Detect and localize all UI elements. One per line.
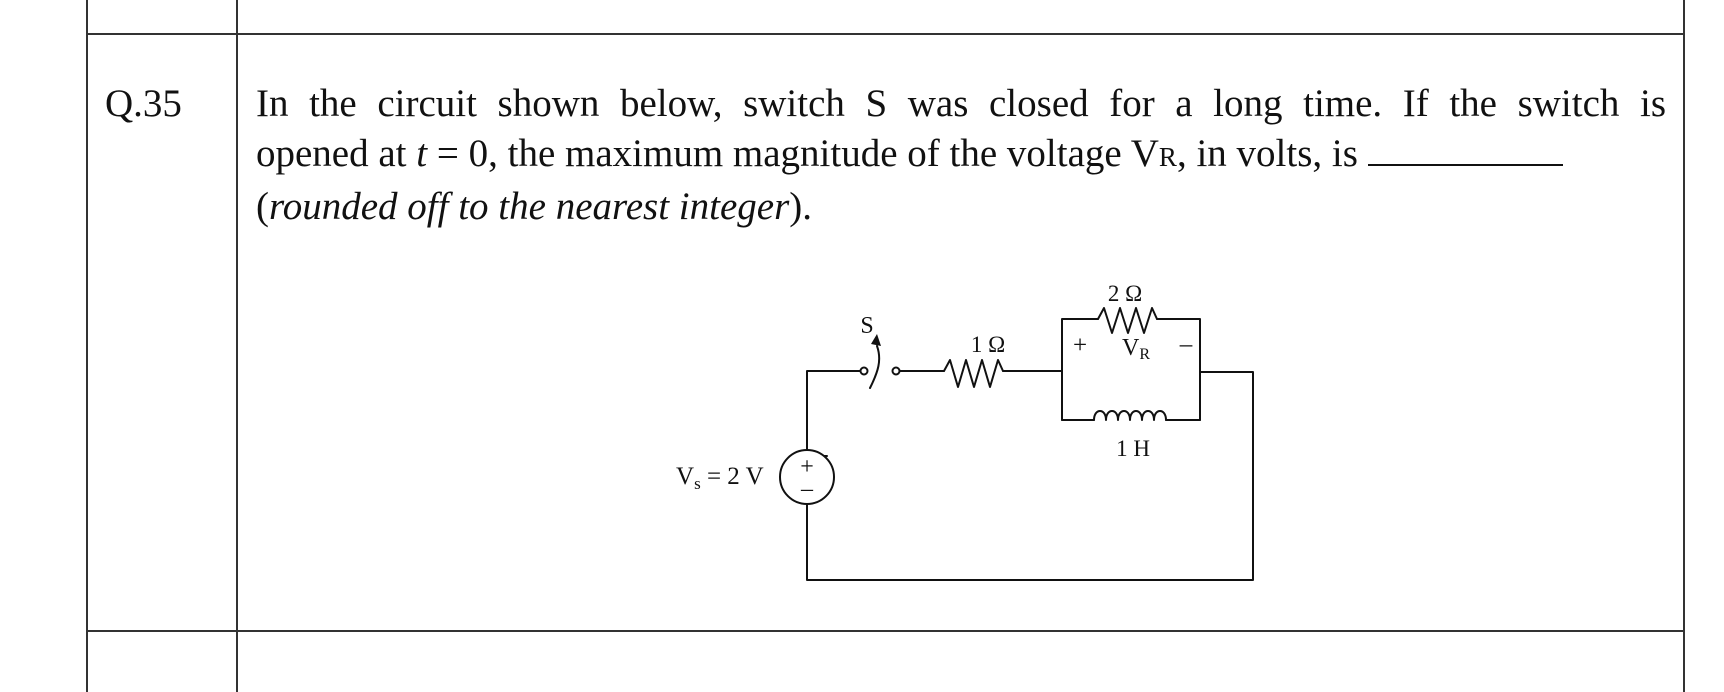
table-rule-bottom <box>86 630 1683 632</box>
source-label: Vs = 2 V <box>676 463 764 493</box>
question-line-3: (rounded off to the nearest integer). <box>256 182 1666 232</box>
vr-minus-sign: – <box>1179 331 1193 358</box>
table-rule-mid <box>236 0 238 692</box>
question-line-2-mid: = 0, the maximum magnitude of the voltag… <box>427 132 1159 175</box>
r1-label: 1 Ω <box>971 332 1005 357</box>
vr-label-main: V <box>1122 335 1140 361</box>
switch-blade <box>869 345 881 389</box>
table-rule-right <box>1683 0 1685 692</box>
question-line-2-start: opened at <box>256 132 417 175</box>
wire-parallel-top <box>1061 318 1099 421</box>
r2-label: 2 Ω <box>1108 281 1142 306</box>
source-label-main: V <box>676 463 694 490</box>
table-rule-left <box>86 0 88 692</box>
wire-parallel-top-right <box>1156 318 1201 421</box>
paren-open: ( <box>256 185 269 228</box>
source-plus-sign: + <box>800 454 814 480</box>
question-line-1: In the circuit shown below, switch S was… <box>256 82 1666 125</box>
question-text: In the circuit shown below, switch S was… <box>256 79 1666 232</box>
inductor-1h <box>1093 410 1167 421</box>
source-label-sub: s <box>694 474 701 493</box>
vr-label: VR <box>1122 335 1150 363</box>
question-line-2-end: , in volts, is <box>1176 132 1358 175</box>
switch-terminal-left <box>859 366 869 376</box>
voltage-source <box>779 449 835 505</box>
switch-label: S <box>860 313 873 339</box>
question-number: Q.35 <box>105 82 182 125</box>
inductor-label: 1 H <box>1116 436 1150 461</box>
switch-arrow <box>871 334 881 346</box>
vr-plus-sign: + <box>1073 332 1087 359</box>
time-variable: t <box>416 132 428 175</box>
table-rule-top <box>86 33 1683 35</box>
vr-label-sub: R <box>1139 346 1150 363</box>
wire-left-bottom <box>806 371 1254 581</box>
rounding-note: rounded off to the nearest integer <box>269 185 790 228</box>
switch-terminal-right <box>891 366 901 376</box>
voltage-subscript: R <box>1158 142 1177 172</box>
source-label-rest: = 2 V <box>701 463 764 490</box>
resistor-2ohm <box>1097 307 1158 334</box>
answer-blank <box>1367 134 1563 166</box>
resistor-1ohm <box>943 359 1004 388</box>
wire-left-top <box>806 370 862 457</box>
question-line-2: opened at t = 0, the maximum magnitude o… <box>256 129 1666 182</box>
source-minus-sign: – <box>800 476 814 502</box>
paren-close: ). <box>789 185 813 228</box>
